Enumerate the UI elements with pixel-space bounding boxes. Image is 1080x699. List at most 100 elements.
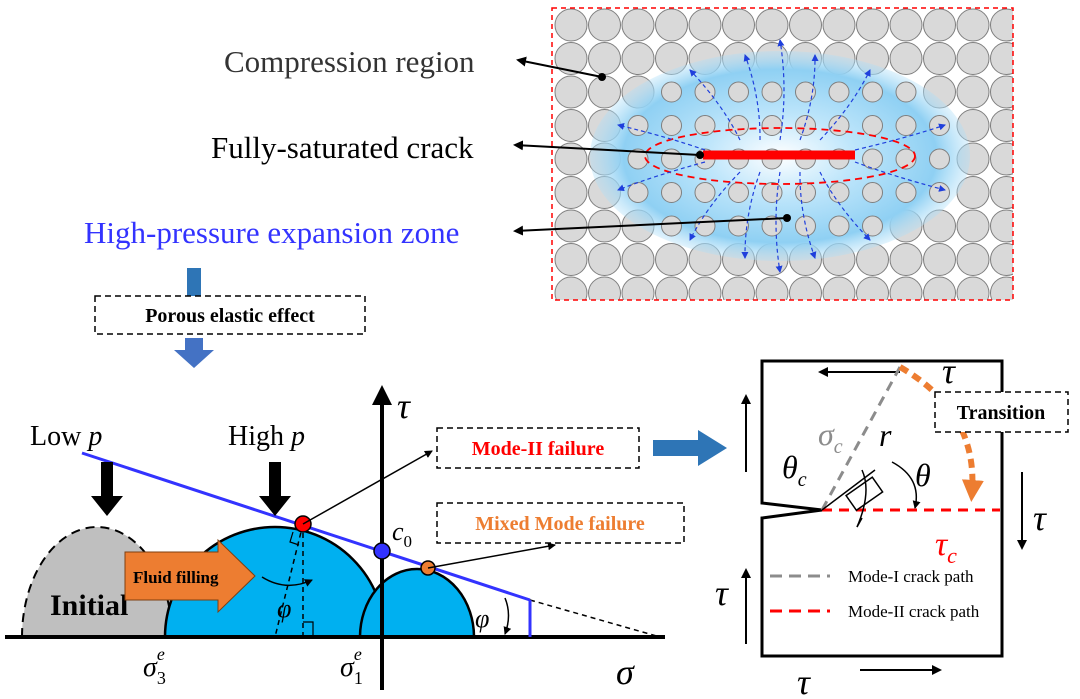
small-grain xyxy=(929,182,950,203)
grain xyxy=(856,276,889,300)
porous-effect-box xyxy=(94,295,366,335)
flow-arrow xyxy=(854,123,946,151)
grain xyxy=(588,42,621,75)
flow-arrow xyxy=(689,69,741,141)
small-grain xyxy=(694,182,716,203)
grain xyxy=(655,8,688,42)
grain xyxy=(554,109,588,142)
grain xyxy=(889,8,923,42)
tau-axis-label: τ xyxy=(397,386,411,426)
grain xyxy=(990,8,1013,42)
grain xyxy=(755,8,789,42)
grain xyxy=(990,42,1013,75)
grain xyxy=(856,8,889,42)
stress-element xyxy=(845,476,884,512)
grain xyxy=(789,276,822,300)
flow-arrow xyxy=(775,171,783,273)
grain xyxy=(655,243,688,276)
small-grain xyxy=(694,81,716,103)
grain xyxy=(990,276,1013,300)
grain xyxy=(990,142,1013,176)
crack-leader xyxy=(513,140,701,156)
small-grain xyxy=(627,115,649,136)
grain xyxy=(554,142,588,176)
phi-angle-arc xyxy=(261,576,313,587)
grain xyxy=(722,8,755,42)
grain xyxy=(789,8,822,42)
small-grain xyxy=(862,215,883,237)
small-grain xyxy=(761,182,783,203)
down-arrow-icon xyxy=(174,338,214,368)
low-p-label: Low p xyxy=(30,421,102,452)
mixed-mode-mohr-circle xyxy=(358,567,476,639)
phi-label-inner: φ xyxy=(277,594,291,623)
grain xyxy=(990,176,1013,209)
small-grain xyxy=(795,182,816,203)
low-p-arrow xyxy=(91,462,123,516)
grain xyxy=(554,243,588,276)
grain xyxy=(554,176,588,209)
initial-label: Initial xyxy=(50,589,128,622)
small-grain xyxy=(828,81,850,103)
small-grain xyxy=(862,115,883,136)
grain xyxy=(956,75,990,109)
grain xyxy=(554,276,588,300)
left-tau-label: τ xyxy=(715,573,729,613)
grain xyxy=(588,8,621,42)
theta-arc xyxy=(891,461,921,509)
flow-arrow xyxy=(819,171,871,241)
small-grain xyxy=(661,81,682,103)
theta-c-arc xyxy=(856,469,867,528)
legend-mode1-label: Mode-I crack path xyxy=(848,567,974,586)
small-grain xyxy=(862,148,883,170)
grain xyxy=(554,42,588,75)
right-angle-mark-upper xyxy=(289,531,300,546)
grain xyxy=(956,42,990,75)
cohesion-point xyxy=(373,542,391,560)
porous-effect-label: Porous elastic effect xyxy=(145,305,315,327)
tau-axis-arrowhead xyxy=(372,385,392,405)
grain xyxy=(688,8,722,42)
flow-arrow xyxy=(777,39,785,141)
small-grain xyxy=(862,81,883,103)
legend-mode2-label: Mode-II crack path xyxy=(848,602,980,621)
fluid-filling-label: Fluid filling xyxy=(133,568,219,587)
small-grain xyxy=(795,81,816,103)
small-grain xyxy=(929,148,950,170)
tau-c-label: τc xyxy=(935,526,957,568)
small-grain xyxy=(694,215,716,237)
small-grains xyxy=(627,81,950,237)
down-arrow-stem xyxy=(187,268,201,296)
grain xyxy=(990,75,1013,109)
grain xyxy=(621,276,655,300)
grain xyxy=(554,8,588,42)
mode2-leader xyxy=(302,450,433,525)
transition-box xyxy=(934,391,1069,433)
flow-arrow xyxy=(743,54,761,141)
grain xyxy=(956,8,990,42)
top-tau-label: τ xyxy=(942,351,956,391)
rock-sample-panel xyxy=(551,7,1014,301)
small-grain xyxy=(895,115,917,136)
mohr-diagram: Initial φ φ Fluid filling Low p High p xyxy=(5,385,665,692)
grain xyxy=(621,8,655,42)
flow-arrow xyxy=(854,161,946,192)
grain xyxy=(655,276,688,300)
grain xyxy=(722,276,755,300)
grain xyxy=(956,276,990,300)
small-grain xyxy=(761,215,783,237)
small-grain xyxy=(761,81,783,103)
grain xyxy=(990,109,1013,142)
small-grain xyxy=(761,115,783,136)
expansion-leader xyxy=(513,217,788,236)
compression-leader xyxy=(516,56,603,78)
theta-c-tick xyxy=(856,517,863,528)
theta-c-label: θc xyxy=(782,449,807,491)
grain xyxy=(588,75,621,109)
sigma3e-label: σ3e xyxy=(143,644,166,688)
small-grain xyxy=(627,148,649,170)
sigma1e-label: σ1e xyxy=(340,644,363,688)
small-grain xyxy=(694,115,716,136)
compression-leader-dot xyxy=(598,73,606,81)
